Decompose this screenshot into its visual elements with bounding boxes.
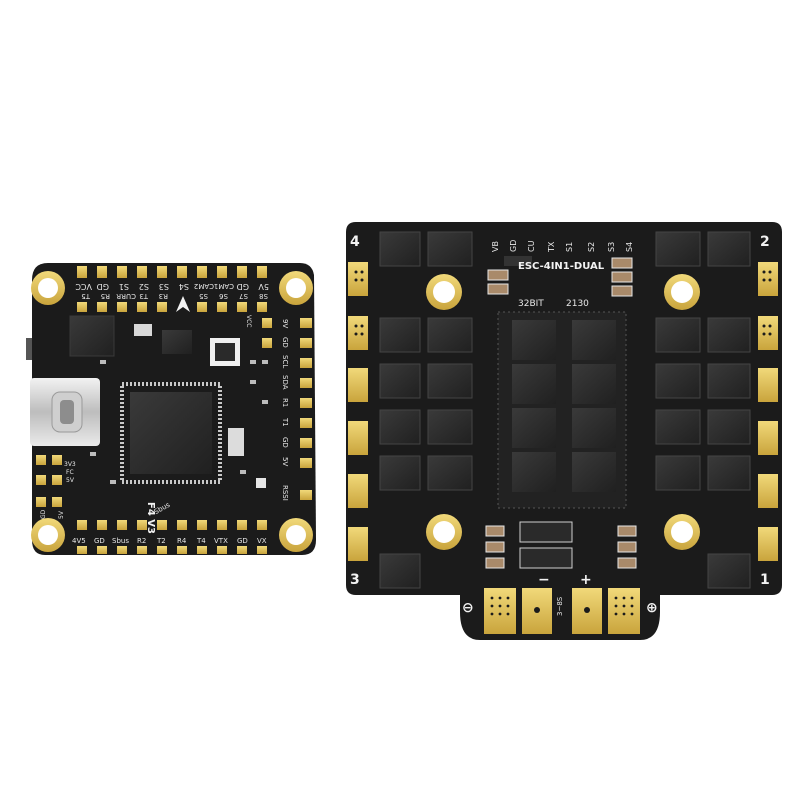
svg-text:GD: GD bbox=[237, 537, 248, 545]
svg-text:S6: S6 bbox=[219, 292, 228, 300]
esc-driver-chips bbox=[497, 311, 627, 509]
svg-text:S8: S8 bbox=[259, 292, 268, 300]
svg-text:GD: GD bbox=[281, 337, 289, 348]
svg-text:CURR: CURR bbox=[116, 292, 136, 300]
esc-mosfets-right bbox=[655, 231, 751, 589]
esc-current-label: 2130 bbox=[566, 299, 589, 309]
esc-side-pads bbox=[348, 262, 778, 561]
esc-negative-symbol: ⊖ bbox=[462, 600, 474, 616]
svg-text:GD: GD bbox=[237, 282, 249, 291]
esc-board: 4 2 3 1 VB bbox=[346, 222, 782, 640]
esc-positive-symbol: ⊕ bbox=[646, 600, 658, 616]
fc-bottom-pads bbox=[77, 520, 267, 554]
fc-right-labels: 9V GD SCL SDA R1 T1 GD 5V RSSI VCC bbox=[245, 315, 289, 501]
svg-text:SDA: SDA bbox=[281, 375, 289, 390]
svg-text:S3: S3 bbox=[159, 282, 169, 291]
svg-text:CU: CU bbox=[527, 240, 536, 252]
svg-text:R1: R1 bbox=[281, 398, 289, 407]
flight-controller-board: VCC GD S1 S2 S3 S4 CAM2 CAM1 GD 5V T5 R5… bbox=[26, 263, 316, 555]
svg-text:VCC: VCC bbox=[245, 315, 252, 327]
svg-text:CAM2: CAM2 bbox=[194, 282, 214, 290]
svg-text:S7: S7 bbox=[239, 292, 248, 300]
svg-text:4V5: 4V5 bbox=[72, 537, 86, 545]
svg-text:SCL: SCL bbox=[281, 355, 289, 368]
svg-text:S4: S4 bbox=[625, 242, 634, 252]
svg-text:VCC: VCC bbox=[75, 282, 92, 291]
svg-text:T4: T4 bbox=[196, 537, 206, 545]
svg-text:S5: S5 bbox=[199, 292, 208, 300]
corner-label-4: 4 bbox=[350, 234, 360, 250]
fc-right-pads bbox=[262, 318, 312, 500]
svg-text:GD: GD bbox=[97, 282, 109, 291]
svg-text:GD: GD bbox=[94, 537, 105, 545]
usb-c-port bbox=[30, 378, 100, 446]
esc-model-label: ESC-4IN1-DUAL bbox=[518, 261, 605, 272]
fc-left-labels: 3V3 FC 5V GD 5V bbox=[40, 461, 76, 519]
esc-firmware-label: 32BIT bbox=[518, 299, 544, 309]
esc-mosfets-left bbox=[379, 231, 473, 589]
corner-label-1: 1 bbox=[760, 572, 770, 588]
svg-text:S4: S4 bbox=[179, 282, 189, 291]
fc-left-pads bbox=[36, 455, 62, 507]
corner-label-2: 2 bbox=[760, 234, 770, 250]
svg-text:5V: 5V bbox=[66, 477, 75, 484]
orientation-arrow-icon bbox=[176, 296, 190, 312]
svg-text:GD: GD bbox=[281, 437, 289, 448]
svg-text:R5: R5 bbox=[101, 292, 110, 300]
svg-text:VTX: VTX bbox=[214, 537, 228, 545]
svg-text:9V: 9V bbox=[281, 319, 289, 328]
fc-bottom-labels: 4V5 GD Sbus R2 T2 R4 T4 VTX GD VX bbox=[72, 537, 267, 545]
svg-text:R2: R2 bbox=[137, 537, 146, 545]
esc-minus-label: − bbox=[538, 572, 550, 588]
svg-text:S1: S1 bbox=[119, 282, 129, 291]
svg-text:GD: GD bbox=[509, 240, 518, 252]
svg-text:5V: 5V bbox=[58, 510, 65, 519]
esc-plus-label: + bbox=[580, 572, 592, 588]
svg-text:R4: R4 bbox=[177, 537, 187, 545]
svg-text:GD: GD bbox=[40, 509, 47, 519]
svg-text:T1: T1 bbox=[281, 417, 289, 427]
mounting-holes bbox=[31, 271, 313, 552]
svg-text:T2: T2 bbox=[156, 537, 166, 545]
svg-text:3V3: 3V3 bbox=[64, 461, 76, 468]
svg-text:S1: S1 bbox=[565, 242, 574, 252]
esc-top-labels: VB GD CU TX S1 S2 S3 S4 bbox=[491, 240, 634, 253]
fc-top-labels: VCC GD S1 S2 S3 S4 CAM2 CAM1 GD 5V T5 R5… bbox=[75, 282, 269, 300]
svg-text:VB: VB bbox=[491, 241, 500, 252]
svg-text:S3: S3 bbox=[607, 242, 616, 252]
svg-text:5V: 5V bbox=[281, 457, 289, 466]
svg-text:5V: 5V bbox=[258, 282, 269, 291]
svg-text:S2: S2 bbox=[587, 242, 596, 252]
svg-text:VX: VX bbox=[257, 537, 267, 545]
fc-top-pads bbox=[77, 266, 267, 312]
svg-text:R3: R3 bbox=[159, 292, 168, 300]
esc-mounting-holes bbox=[426, 274, 700, 550]
svg-text:FC: FC bbox=[66, 469, 74, 476]
svg-text:TX: TX bbox=[547, 241, 556, 253]
corner-label-3: 3 bbox=[350, 572, 360, 588]
svg-text:CAM1: CAM1 bbox=[214, 282, 234, 290]
svg-text:Sbus: Sbus bbox=[112, 537, 129, 545]
esc-voltage-label: 3~8S bbox=[556, 596, 564, 616]
svg-text:T3: T3 bbox=[139, 292, 149, 300]
mcu-chip bbox=[120, 382, 222, 484]
esc-battery-pads bbox=[484, 588, 640, 634]
svg-text:T5: T5 bbox=[81, 292, 91, 300]
fc-model-label: F4 V3 bbox=[145, 502, 156, 534]
svg-text:S2: S2 bbox=[139, 282, 149, 291]
svg-text:RSSI: RSSI bbox=[281, 485, 289, 501]
